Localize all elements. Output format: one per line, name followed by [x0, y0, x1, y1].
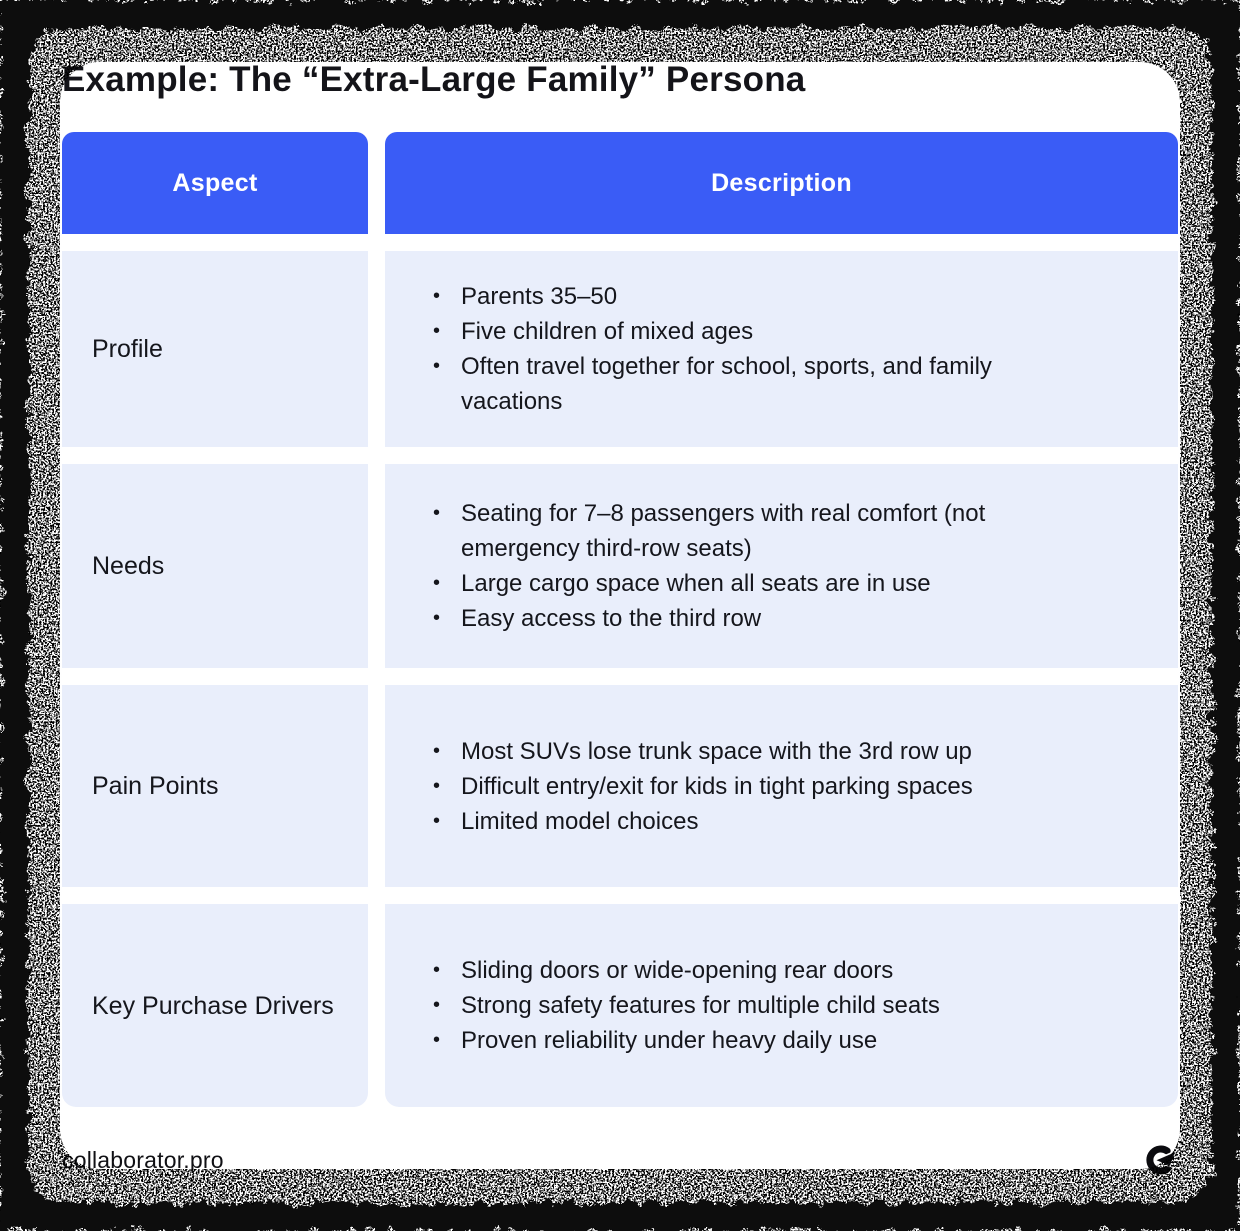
- aspect-cell-pain-points: Pain Points: [62, 685, 368, 887]
- bullet-icon: •: [433, 809, 441, 832]
- bullet-text: Proven reliability under heavy daily use: [461, 1027, 878, 1054]
- bullet-list: • Parents 35–50 • Five children of mixed a…: [433, 279, 1142, 419]
- bullet-item: • Sliding doors or wide-opening rear door…: [433, 953, 1142, 988]
- bullet-item: • Parents 35–50: [433, 279, 1142, 314]
- card: Example: The “Extra-Large Family” Person…: [34, 34, 1206, 1203]
- persona-table: Aspect Description Profile • Parents 35–5…: [62, 132, 1178, 1107]
- bullet-text: Large cargo space when all seats are in …: [461, 570, 931, 597]
- bullet-text: Most SUVs lose trunk space with the 3rd …: [461, 737, 972, 765]
- bullet-icon: •: [433, 355, 441, 377]
- bullet-icon: •: [433, 959, 441, 981]
- collaborator-logo-icon: [1144, 1143, 1178, 1177]
- bullet-icon: •: [433, 285, 441, 307]
- aspect-cell-needs: Needs: [62, 464, 368, 668]
- bullet-item: • Proven reliability under heavy daily us…: [433, 1023, 1142, 1058]
- description-cell-pain-points: • Most SUVs lose trunk space with the 3rd…: [385, 685, 1178, 887]
- brand-text: collaborator.pro: [62, 1146, 224, 1173]
- description-cell-needs: • Seating for 7–8 passengers with real co…: [385, 464, 1178, 668]
- bullet-list: • Sliding doors or wide-opening rear door…: [433, 953, 1142, 1058]
- bullet-list: • Most SUVs lose trunk space with the 3rd…: [433, 734, 1142, 839]
- bullet-text: Parents 35–50: [461, 283, 618, 310]
- bullet-item: • Often travel together for school, sport…: [433, 349, 1142, 419]
- bullet-icon: •: [433, 774, 441, 797]
- bullet-item: • Easy access to the third row: [433, 601, 1142, 636]
- bullet-text: Five children of mixed ages: [461, 318, 754, 345]
- bullet-icon: •: [433, 1029, 441, 1051]
- footer: collaborator.pro: [62, 1143, 1178, 1177]
- bullet-item: • Seating for 7–8 passengers with real co…: [433, 496, 1142, 566]
- page-title: Example: The “Extra-Large Family” Person…: [62, 60, 806, 99]
- bullet-text: Easy access to the third row: [461, 605, 762, 632]
- bullet-text: Sliding doors or wide-opening rear doors: [461, 957, 894, 984]
- aspect-cell-key-purchase-drivers: Key Purchase Drivers: [62, 904, 368, 1107]
- bullet-icon: •: [433, 607, 441, 629]
- column-header-description: Description: [385, 132, 1178, 234]
- column-header-aspect: Aspect: [62, 132, 368, 234]
- bullet-text: Often travel together for school, sports…: [461, 353, 992, 415]
- bullet-icon: •: [433, 739, 441, 762]
- bullet-item: • Difficult entry/exit for kids in tight …: [433, 769, 1142, 804]
- bullet-item: • Strong safety features for multiple chi…: [433, 988, 1142, 1023]
- bullet-item: • Five children of mixed ages: [433, 314, 1142, 349]
- bullet-text: Limited model choices: [461, 807, 699, 835]
- bullet-list: • Seating for 7–8 passengers with real co…: [433, 496, 1142, 636]
- bullet-icon: •: [433, 320, 441, 342]
- description-cell-key-purchase-drivers: • Sliding doors or wide-opening rear door…: [385, 904, 1178, 1107]
- bullet-icon: •: [433, 572, 441, 594]
- bullet-icon: •: [433, 502, 441, 524]
- bullet-text: Difficult entry/exit for kids in tight p…: [461, 772, 973, 800]
- aspect-cell-profile: Profile: [62, 251, 368, 447]
- bullet-icon: •: [433, 994, 441, 1016]
- bullet-item: • Most SUVs lose trunk space with the 3rd…: [433, 734, 1142, 769]
- bullet-text: Strong safety features for multiple chil…: [461, 992, 940, 1019]
- bullet-item: • Limited model choices: [433, 804, 1142, 839]
- description-cell-profile: • Parents 35–50 • Five children of mixed a…: [385, 251, 1178, 447]
- bullet-item: • Large cargo space when all seats are in…: [433, 566, 1142, 601]
- bullet-text: Seating for 7–8 passengers with real com…: [461, 500, 986, 562]
